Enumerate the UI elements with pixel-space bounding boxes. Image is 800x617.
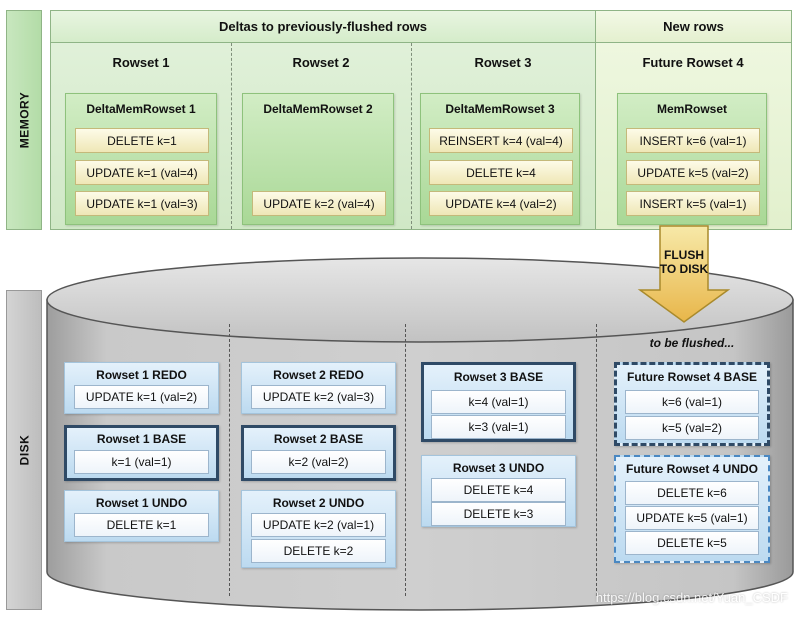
flush-arrow-icon	[637, 225, 731, 323]
delta-mem-rowset-1-item: DELETE k=1	[75, 128, 209, 153]
memory-divider-1	[231, 43, 232, 229]
rowset-3-base-title: Rowset 3 BASE	[453, 370, 544, 384]
rowset-1-redo-item: UPDATE k=1 (val=2)	[74, 385, 209, 409]
delta-mem-rowset-3-item: UPDATE k=4 (val=2)	[429, 191, 573, 216]
future-rowset-4-undo-item: DELETE k=6	[625, 481, 759, 505]
deltas-header: Deltas to previously-flushed rows	[51, 11, 595, 43]
disk-divider-1	[229, 324, 230, 596]
rowset-2-base-title: Rowset 2 BASE	[273, 432, 364, 446]
disk-divider-3	[596, 324, 597, 596]
rowset-2-redo-title: Rowset 2 REDO	[273, 368, 364, 382]
disk-cylinder	[46, 257, 794, 611]
memory-divider-2	[411, 43, 412, 229]
watermark: https://blog.csdn.net/Yuan_CSDF	[595, 590, 788, 605]
rowset-2-redo-item: UPDATE k=2 (val=3)	[251, 385, 386, 409]
future-rowset-4-undo-item: DELETE k=5	[625, 531, 759, 555]
rowset-1-redo-title: Rowset 1 REDO	[96, 368, 187, 382]
memory-label-text: MEMORY	[17, 91, 31, 149]
rowset-3-undo-item: DELETE k=3	[431, 502, 566, 526]
rowset-3-base-item: k=4 (val=1)	[431, 390, 566, 414]
delta-mem-rowset-3: DeltaMemRowset 3 REINSERT k=4 (val=4) DE…	[420, 93, 580, 225]
rowset-3-base-item: k=3 (val=1)	[431, 415, 566, 439]
rowset-1-base-item: k=1 (val=1)	[74, 450, 209, 474]
mem-rowset-item: INSERT k=5 (val=1)	[626, 191, 760, 216]
mem-rowset-title: MemRowset	[656, 102, 727, 116]
new-rows-header: New rows	[595, 11, 791, 43]
delta-mem-rowset-3-item: REINSERT k=4 (val=4)	[429, 128, 573, 153]
future-rowset-4-base-item: k=5 (val=2)	[625, 416, 759, 440]
delta-mem-rowset-2: DeltaMemRowset 2 UPDATE k=2 (val=4)	[242, 93, 394, 225]
rowset-3-undo: Rowset 3 UNDO DELETE k=4 DELETE k=3	[421, 455, 576, 527]
delta-mem-rowset-1-item: UPDATE k=1 (val=3)	[75, 191, 209, 216]
mem-rowset-item: UPDATE k=5 (val=2)	[626, 160, 760, 185]
rowset-2-title: Rowset 2	[292, 55, 350, 70]
rowset-2-undo-item: DELETE k=2	[251, 539, 386, 563]
rowset-2-undo-item: UPDATE k=2 (val=1)	[251, 513, 386, 537]
rowset-1-base: Rowset 1 BASE k=1 (val=1)	[64, 425, 219, 481]
flush-label-line-1: FLUSH	[664, 248, 704, 262]
future-rowset-4-title: Future Rowset 4	[642, 55, 744, 70]
future-rowset-4-undo-item: UPDATE k=5 (val=1)	[625, 506, 759, 530]
rowset-1-base-title: Rowset 1 BASE	[96, 432, 187, 446]
future-rowset-4-undo: Future Rowset 4 UNDO DELETE k=6 UPDATE k…	[614, 455, 770, 563]
rowset-3-undo-title: Rowset 3 UNDO	[452, 461, 545, 475]
flush-to-disk-label: FLUSH TO DISK	[652, 248, 716, 276]
rowset-2-base: Rowset 2 BASE k=2 (val=2)	[241, 425, 396, 481]
future-rowset-4-undo-title: Future Rowset 4 UNDO	[625, 462, 758, 476]
rowset-2-undo-title: Rowset 2 UNDO	[272, 496, 365, 510]
delta-mem-rowset-1-item: UPDATE k=1 (val=4)	[75, 160, 209, 185]
to-be-flushed-label: to be flushed...	[649, 336, 735, 350]
rowset-2-undo: Rowset 2 UNDO UPDATE k=2 (val=1) DELETE …	[241, 490, 396, 568]
flush-label-line-2: TO DISK	[659, 262, 709, 276]
future-rowset-4-base: Future Rowset 4 BASE k=6 (val=1) k=5 (va…	[614, 362, 770, 446]
rowset-3-undo-item: DELETE k=4	[431, 478, 566, 502]
delta-mem-rowset-2-item: UPDATE k=2 (val=4)	[252, 191, 386, 216]
delta-mem-rowset-3-item: DELETE k=4	[429, 160, 573, 185]
rowset-1-title: Rowset 1	[112, 55, 170, 70]
memory-label: MEMORY	[6, 10, 42, 230]
mem-rowset: MemRowset INSERT k=6 (val=1) UPDATE k=5 …	[617, 93, 767, 225]
rowset-1-undo-item: DELETE k=1	[74, 513, 209, 537]
disk-divider-2	[405, 324, 406, 596]
rowset-1-undo: Rowset 1 UNDO DELETE k=1	[64, 490, 219, 542]
rowset-1-undo-title: Rowset 1 UNDO	[95, 496, 188, 510]
disk-label-text: DISK	[16, 434, 31, 466]
mem-rowset-item: INSERT k=6 (val=1)	[626, 128, 760, 153]
rowset-1-redo: Rowset 1 REDO UPDATE k=1 (val=2)	[64, 362, 219, 414]
future-rowset-4-base-item: k=6 (val=1)	[625, 390, 759, 414]
rowset-2-base-item: k=2 (val=2)	[251, 450, 386, 474]
memory-panel: Deltas to previously-flushed rows New ro…	[50, 10, 792, 230]
delta-mem-rowset-1-title: DeltaMemRowset 1	[86, 102, 196, 116]
rowset-3-title: Rowset 3	[474, 55, 532, 70]
delta-mem-rowset-1: DeltaMemRowset 1 DELETE k=1 UPDATE k=1 (…	[65, 93, 217, 225]
disk-label: DISK	[6, 290, 42, 610]
delta-mem-rowset-2-title: DeltaMemRowset 2	[263, 102, 373, 116]
delta-mem-rowset-3-title: DeltaMemRowset 3	[445, 102, 555, 116]
rowset-2-redo: Rowset 2 REDO UPDATE k=2 (val=3)	[241, 362, 396, 414]
rowset-3-base: Rowset 3 BASE k=4 (val=1) k=3 (val=1)	[421, 362, 576, 442]
future-rowset-4-base-title: Future Rowset 4 BASE	[626, 370, 758, 384]
